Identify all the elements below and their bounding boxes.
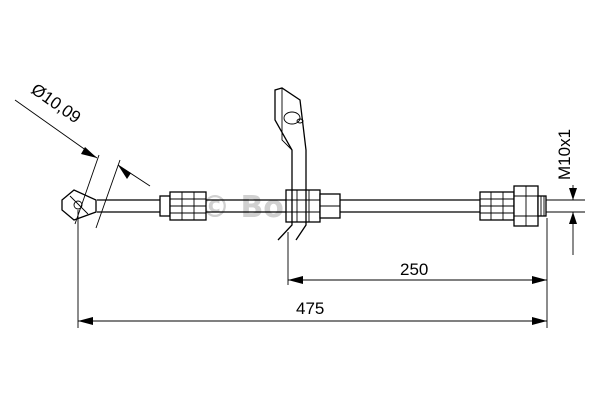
left-ferrule: [159, 191, 207, 221]
mounting-bracket: [274, 87, 307, 241]
dim-250-label: 250: [400, 260, 428, 279]
middle-ferrule: [285, 189, 341, 223]
extension-lines: [77, 199, 585, 328]
dim-thread-label: M10x1: [555, 129, 574, 180]
dim-475-label: 475: [296, 299, 324, 318]
dimension-250: 250: [288, 260, 547, 284]
hose-body: [97, 199, 480, 213]
dim-diameter-label: Ø10,09: [28, 80, 85, 128]
banjo-fitting: [61, 189, 97, 221]
dimension-thread: M10x1: [555, 129, 577, 255]
dimension-475: 475: [78, 299, 547, 325]
right-fitting: [479, 185, 547, 227]
